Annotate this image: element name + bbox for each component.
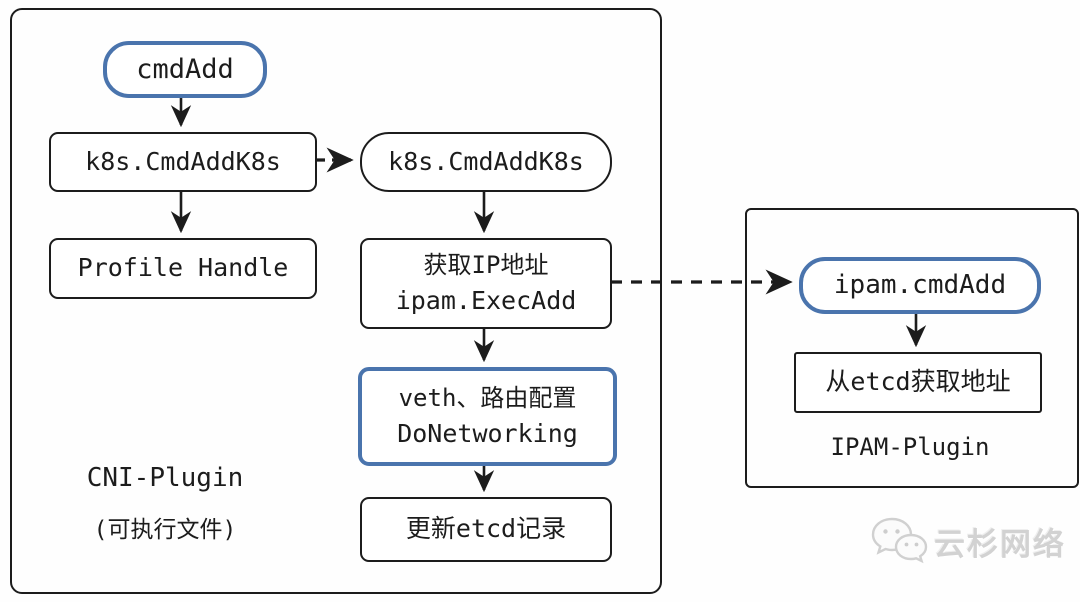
node-k8s-cmd-add-mid-label: k8s.CmdAddK8s (388, 146, 584, 176)
node-etcd-get-addr-label: 从etcd获取地址 (825, 367, 1011, 397)
node-cmd-add: cmdAdd (103, 41, 267, 98)
node-get-ip-line1: 获取IP地址 (423, 250, 549, 279)
node-ipam-cmd-add: ipam.cmdAdd (799, 257, 1041, 314)
node-cmd-add-label: cmdAdd (136, 53, 234, 85)
cni-plugin-panel-label-line2: (可执行文件) (93, 517, 237, 543)
node-do-networking-line1: veth、路由配置 (398, 383, 577, 412)
node-get-ip: 获取IP地址 ipam.ExecAdd (360, 238, 612, 329)
node-etcd-get-addr: 从etcd获取地址 (794, 352, 1042, 413)
node-do-networking-line2: DoNetworking (397, 418, 578, 448)
node-update-etcd-label: 更新etcd记录 (405, 514, 567, 544)
node-k8s-cmd-add-left-label: k8s.CmdAddK8s (85, 146, 281, 176)
watermark-text: 云杉网络 (934, 526, 1066, 563)
node-k8s-cmd-add-left: k8s.CmdAddK8s (49, 132, 317, 192)
node-profile-handle: Profile Handle (49, 238, 317, 299)
watermark: 云杉网络 (868, 515, 1066, 567)
node-do-networking: veth、路由配置 DoNetworking (358, 367, 617, 466)
ipam-plugin-panel-label: IPAM-Plugin (780, 433, 1040, 461)
cni-plugin-panel (10, 8, 662, 594)
ipam-plugin-panel-label-text: IPAM-Plugin (830, 433, 990, 461)
wechat-bubbles-icon (871, 517, 928, 564)
cni-plugin-panel-label-line1: CNI-Plugin (86, 463, 244, 493)
cni-plugin-panel-label: CNI-Plugin (可执行文件) (35, 463, 295, 544)
ipam-plugin-panel (745, 208, 1079, 488)
node-k8s-cmd-add-mid: k8s.CmdAddK8s (360, 132, 612, 192)
node-update-etcd: 更新etcd记录 (360, 497, 612, 562)
node-get-ip-line2: ipam.ExecAdd (395, 285, 577, 315)
node-ipam-cmd-add-label: ipam.cmdAdd (833, 269, 1007, 300)
node-profile-handle-label: Profile Handle (77, 253, 289, 283)
